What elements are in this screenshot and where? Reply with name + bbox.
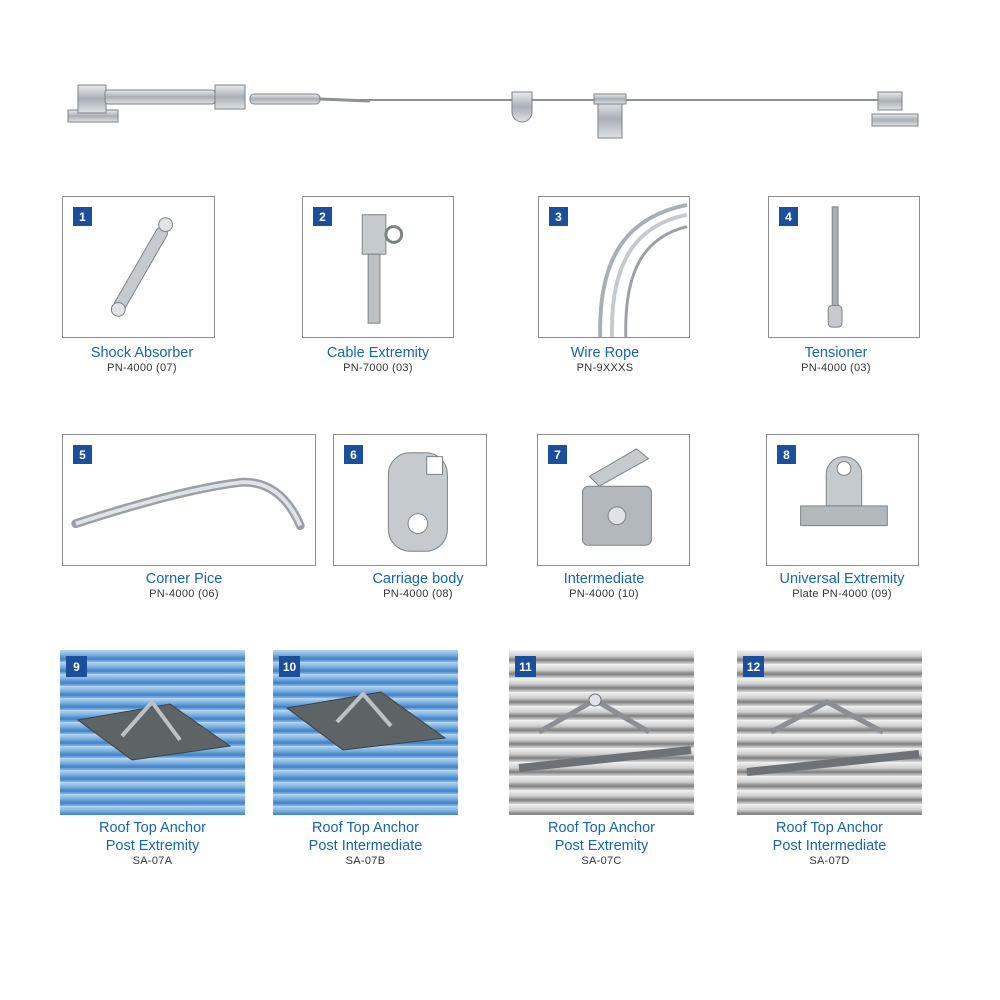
item-number-badge: 12 — [743, 656, 764, 677]
product-caption: Universal Extremity Plate PN-4000 (09) — [762, 570, 922, 601]
product-name: Universal Extremity — [779, 571, 905, 587]
roof-anchor-image — [518, 693, 692, 772]
anchor-caption: Roof Top Anchor Post Extremity SA-07C — [509, 819, 694, 868]
product-card-carriage-body[interactable]: 6 — [333, 434, 487, 566]
anchor-caption: Roof Top Anchor Post Extremity SA-07A — [60, 819, 245, 868]
product-code: PN-4000 (10) — [569, 588, 639, 600]
wire-rope-image — [598, 202, 688, 337]
item-number-badge: 8 — [777, 445, 796, 464]
carriage-body-image — [387, 452, 448, 552]
product-caption: Tensioner PN-4000 (03) — [756, 344, 916, 375]
product-code: PN-9XXXS — [576, 362, 634, 374]
roof-anchor-image — [746, 699, 920, 776]
product-caption: Intermediate PN-4000 (10) — [524, 570, 684, 601]
product-card-corner-piece[interactable]: 5 — [62, 434, 316, 566]
product-caption: Shock Absorber PN-4000 (07) — [62, 344, 222, 375]
anchor-code: SA-07A — [132, 855, 173, 867]
anchor-card-sa-07c[interactable]: 11 — [509, 650, 694, 815]
anchor-name-line1: Roof Top Anchor — [548, 820, 655, 836]
product-code: PN-7000 (03) — [343, 362, 413, 374]
anchor-name-line1: Roof Top Anchor — [776, 820, 883, 836]
roof-anchor-image — [285, 691, 447, 751]
item-number-badge: 5 — [73, 445, 92, 464]
product-name: Intermediate — [563, 571, 645, 587]
anchor-caption: Roof Top Anchor Post Intermediate SA-07D — [737, 819, 922, 868]
item-number-badge: 1 — [73, 207, 92, 226]
product-card-cable-extremity[interactable]: 2 — [302, 196, 454, 338]
anchor-code: SA-07C — [581, 855, 622, 867]
product-code: PN-4000 (06) — [149, 588, 219, 600]
product-card-tensioner[interactable]: 4 — [768, 196, 920, 338]
anchor-card-sa-07d[interactable]: 12 — [737, 650, 922, 815]
anchor-code: SA-07B — [345, 855, 386, 867]
product-card-universal-extremity[interactable]: 8 — [766, 434, 919, 566]
lifeline-assembly-illustration — [67, 84, 919, 139]
product-name: Tensioner — [804, 345, 868, 361]
anchor-name-line2: Post Extremity — [105, 838, 200, 854]
universal-extremity-image — [800, 456, 888, 527]
item-number-badge: 6 — [344, 445, 363, 464]
anchor-name-line2: Post Intermediate — [772, 838, 887, 854]
anchor-name-line2: Post Extremity — [554, 838, 649, 854]
product-caption: Corner Pice PN-4000 (06) — [104, 570, 264, 601]
item-number-badge: 3 — [549, 207, 568, 226]
product-name: Cable Extremity — [326, 345, 430, 361]
anchor-card-sa-07b[interactable]: 10 — [273, 650, 458, 815]
cable-extremity-image — [361, 214, 404, 324]
item-number-badge: 4 — [779, 207, 798, 226]
anchor-name-line2: Post Intermediate — [308, 838, 423, 854]
anchor-name-line1: Roof Top Anchor — [312, 820, 419, 836]
product-name: Shock Absorber — [90, 345, 194, 361]
item-number-badge: 2 — [313, 207, 332, 226]
roof-anchor-image — [76, 698, 232, 761]
product-card-shock-absorber[interactable]: 1 — [62, 196, 215, 338]
product-code: Plate PN-4000 (09) — [792, 588, 892, 600]
anchor-name-line1: Roof Top Anchor — [99, 820, 206, 836]
anchor-code: SA-07D — [809, 855, 850, 867]
item-number-badge: 7 — [548, 445, 567, 464]
tensioner-image — [827, 206, 843, 328]
product-name: Carriage body — [372, 571, 464, 587]
product-card-wire-rope[interactable]: 3 — [538, 196, 690, 338]
anchor-caption: Roof Top Anchor Post Intermediate SA-07B — [273, 819, 458, 868]
product-code: PN-4000 (07) — [107, 362, 177, 374]
product-name: Wire Rope — [570, 345, 640, 361]
corner-piece-image — [71, 477, 305, 531]
shock-absorber-image — [110, 217, 174, 317]
intermediate-image — [581, 448, 652, 546]
product-caption: Wire Rope PN-9XXXS — [525, 344, 685, 375]
product-name: Corner Pice — [145, 571, 223, 587]
anchor-card-sa-07a[interactable]: 9 — [60, 650, 245, 815]
product-code: PN-4000 (03) — [801, 362, 871, 374]
item-number-badge: 11 — [515, 656, 536, 677]
product-caption: Carriage body PN-4000 (08) — [338, 570, 498, 601]
product-caption: Cable Extremity PN-7000 (03) — [298, 344, 458, 375]
item-number-badge: 10 — [279, 656, 300, 677]
item-number-badge: 9 — [66, 656, 87, 677]
product-card-intermediate[interactable]: 7 — [537, 434, 690, 566]
product-code: PN-4000 (08) — [383, 588, 453, 600]
